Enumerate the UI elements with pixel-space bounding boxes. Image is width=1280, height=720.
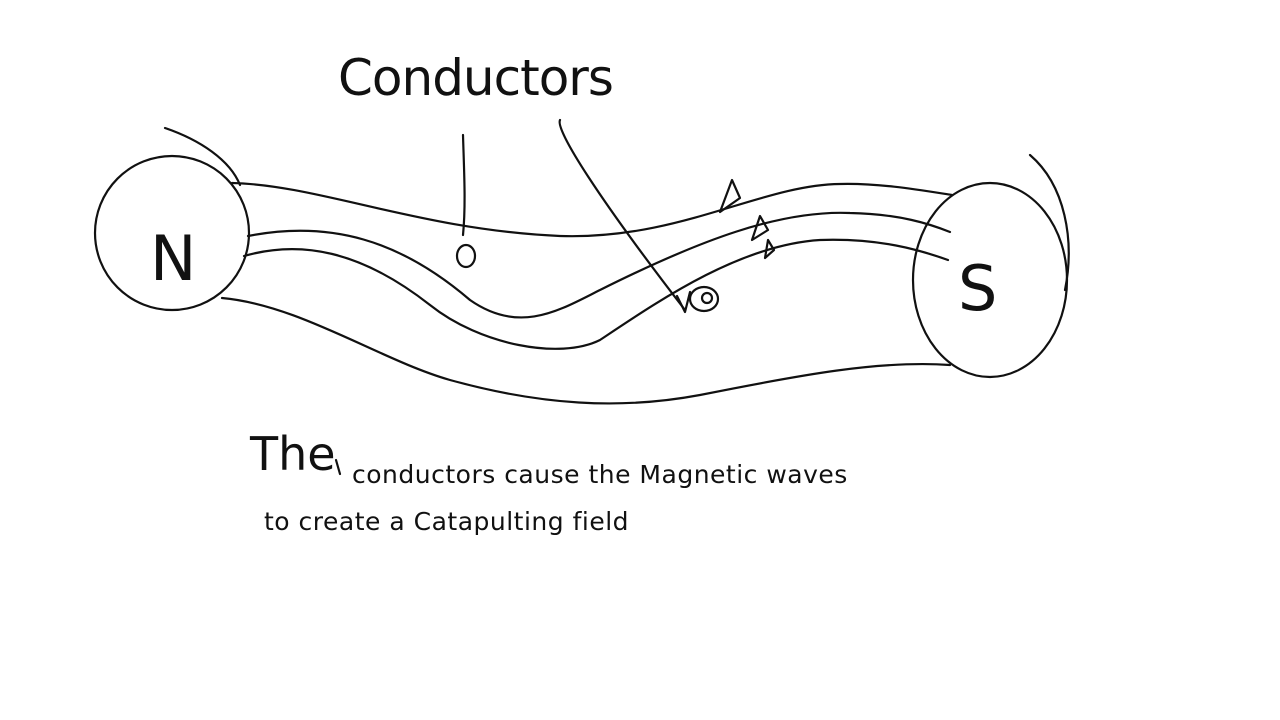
conductor-circle-right-inner	[700, 291, 714, 305]
pointer-tick	[675, 290, 692, 314]
conductor-circle-right	[688, 285, 720, 313]
arrow-icon	[718, 178, 742, 214]
caption-line-2: to create a Catapulting field	[264, 507, 629, 536]
field-line-upper-middle	[246, 211, 952, 319]
caption: The conductors cause the Magnetic waves …	[249, 427, 848, 536]
caption-line-1: conductors cause the Magnetic waves	[352, 460, 848, 489]
south-pole-label: S	[958, 252, 997, 325]
conductor-circle-left	[455, 243, 477, 269]
south-pole: S	[911, 153, 1070, 379]
field-line-bottom	[220, 296, 952, 405]
conductors	[455, 243, 720, 313]
north-pole-circle	[93, 154, 251, 312]
field-arrows	[718, 178, 776, 260]
arrow-icon	[750, 214, 770, 242]
arrow-icon	[763, 238, 776, 260]
caption-stray-mark	[334, 458, 342, 476]
north-pole-sketch-arc	[163, 126, 242, 187]
north-pole: N	[93, 126, 251, 312]
south-pole-sketch-arc	[1028, 153, 1070, 292]
field-lines	[220, 181, 954, 405]
pointer-line-right	[558, 118, 687, 312]
field-line-lower-middle	[242, 238, 950, 350]
conductors-label: Conductors	[338, 49, 613, 107]
caption-first-word: The	[249, 427, 336, 481]
label-pointers	[461, 118, 692, 314]
pointer-line-left	[461, 133, 466, 237]
north-pole-label: N	[150, 222, 196, 295]
field-line-top	[230, 181, 954, 238]
